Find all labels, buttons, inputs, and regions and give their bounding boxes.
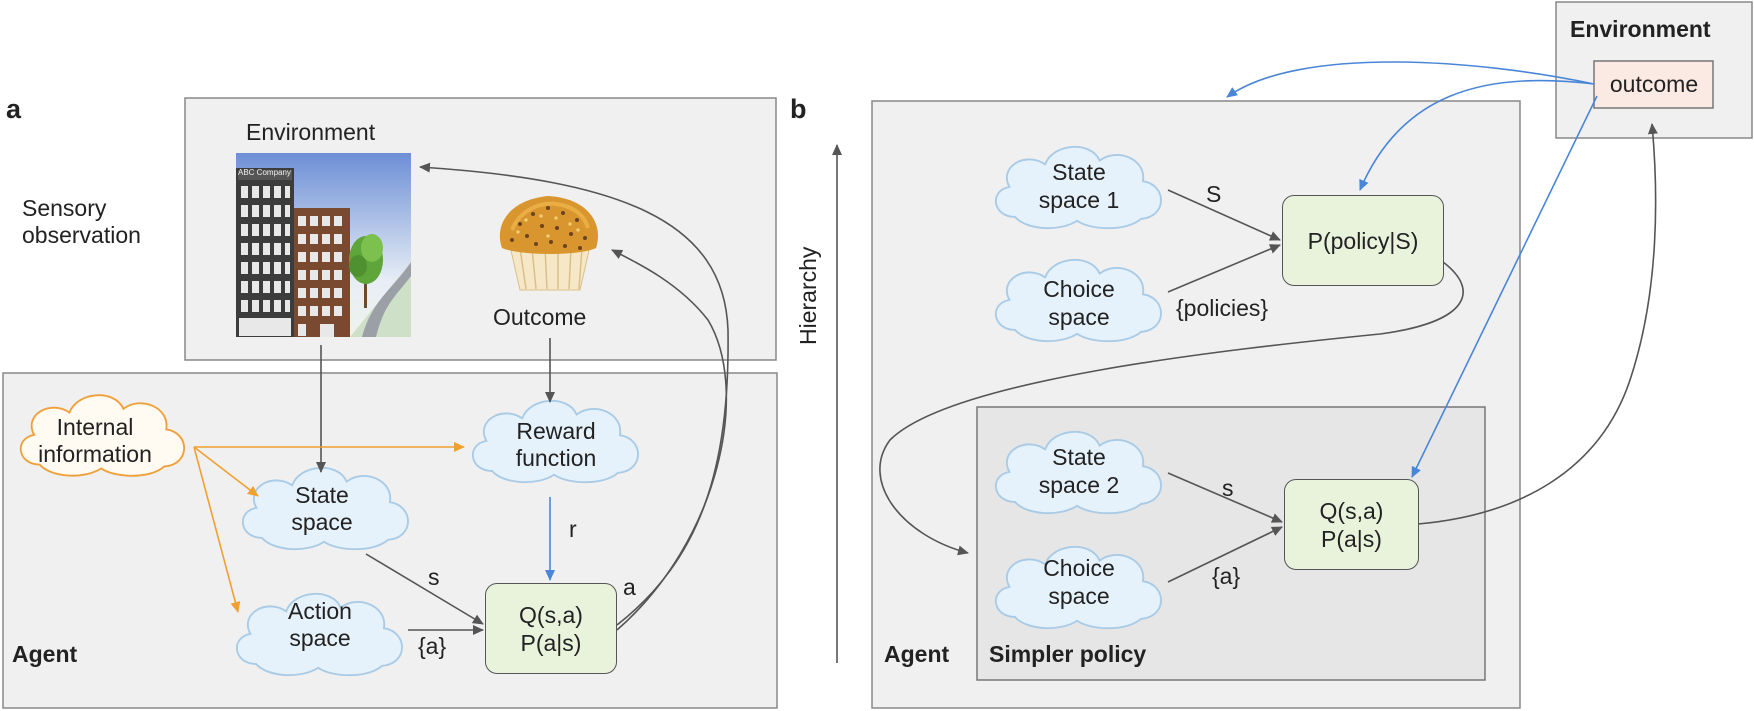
arrow-q-to-outcome bbox=[611, 249, 728, 631]
state-space-1-label-1: State bbox=[1052, 159, 1106, 185]
arrow-q-to-environment-b bbox=[1417, 123, 1658, 525]
policy-box: P(policy|S) bbox=[1282, 195, 1444, 286]
edge-label-s-a: s bbox=[428, 564, 440, 590]
arrow-policy-to-simpler-policy bbox=[879, 261, 1464, 556]
reward-function-label-2: function bbox=[515, 445, 597, 471]
q-value-box-a: Q(s,a) P(a|s) bbox=[485, 583, 617, 674]
arrow-internal-to-action bbox=[193, 446, 241, 613]
outcome-box-label: outcome bbox=[1609, 71, 1699, 97]
arrow-internal-to-state bbox=[193, 446, 259, 497]
q-value-label-b: Q(s,a) bbox=[1319, 497, 1384, 524]
internal-information-label-2: information bbox=[38, 441, 152, 467]
sensory-observation-line2: observation bbox=[22, 222, 141, 248]
building-sign: ABC Company bbox=[238, 168, 291, 177]
q-value-box-b: Q(s,a) P(a|s) bbox=[1284, 479, 1419, 570]
arrow-state2-to-q bbox=[1167, 472, 1283, 523]
choice-space-top-label-1: Choice bbox=[1043, 276, 1115, 302]
internal-information-label-1: Internal bbox=[56, 414, 134, 440]
arrow-choice-to-q bbox=[1167, 526, 1283, 583]
agent-label-a: Agent bbox=[12, 641, 78, 667]
edge-label-policies: {policies} bbox=[1176, 295, 1269, 321]
edge-label-actions-b: {a} bbox=[1212, 563, 1241, 589]
arrow-outcome-to-agent bbox=[1226, 61, 1595, 98]
edge-label-s-b: s bbox=[1222, 475, 1234, 501]
edge-label-S: S bbox=[1206, 181, 1222, 207]
outcome-box bbox=[1593, 60, 1714, 109]
state-space-2-label-2: space 2 bbox=[1038, 472, 1120, 498]
action-space-label-2: space bbox=[289, 625, 351, 651]
hierarchy-label: Hierarchy bbox=[795, 246, 821, 345]
state-space-1-label-2: space 1 bbox=[1038, 187, 1120, 213]
arrow-choice-to-policy bbox=[1167, 244, 1281, 293]
panel-letter-b: b bbox=[790, 94, 807, 124]
panel-letter-a: a bbox=[6, 94, 22, 124]
sensory-observation-line1: Sensory bbox=[22, 195, 107, 221]
choice-space-bottom-label-1: Choice bbox=[1043, 555, 1115, 581]
edge-label-a: a bbox=[623, 574, 636, 600]
state-space-label-2: space bbox=[291, 509, 353, 535]
policy-box-label: P(policy|S) bbox=[1307, 227, 1419, 254]
choice-space-bottom-label-2: space bbox=[1048, 583, 1110, 609]
policy-prob-label-a: P(a|s) bbox=[520, 629, 582, 656]
environment-title-b: Environment bbox=[1570, 16, 1711, 42]
muffin-illustration bbox=[499, 196, 598, 291]
edge-label-r: r bbox=[569, 516, 577, 542]
state-space-2-label-1: State bbox=[1052, 444, 1106, 470]
arrow-outcome-to-policy bbox=[1359, 79, 1595, 191]
action-space-label-1: Action bbox=[288, 598, 352, 624]
reward-function-label-1: Reward bbox=[516, 418, 596, 444]
outcome-label-a: Outcome bbox=[493, 304, 587, 330]
q-value-label-a: Q(s,a) bbox=[519, 601, 583, 628]
policy-prob-label-b: P(a|s) bbox=[1321, 525, 1382, 552]
arrow-outcome-to-q bbox=[1411, 95, 1598, 478]
building-illustration bbox=[236, 153, 411, 337]
agent-label-b: Agent bbox=[884, 641, 950, 667]
environment-title-a: Environment bbox=[246, 119, 376, 145]
simpler-policy-label: Simpler policy bbox=[989, 641, 1147, 667]
arrow-state-to-q bbox=[365, 553, 484, 625]
arrow-state1-to-policy bbox=[1167, 189, 1281, 241]
edge-label-actions-a: {a} bbox=[418, 633, 447, 659]
choice-space-top-label-2: space bbox=[1048, 304, 1110, 330]
state-space-label-1: State bbox=[295, 482, 349, 508]
